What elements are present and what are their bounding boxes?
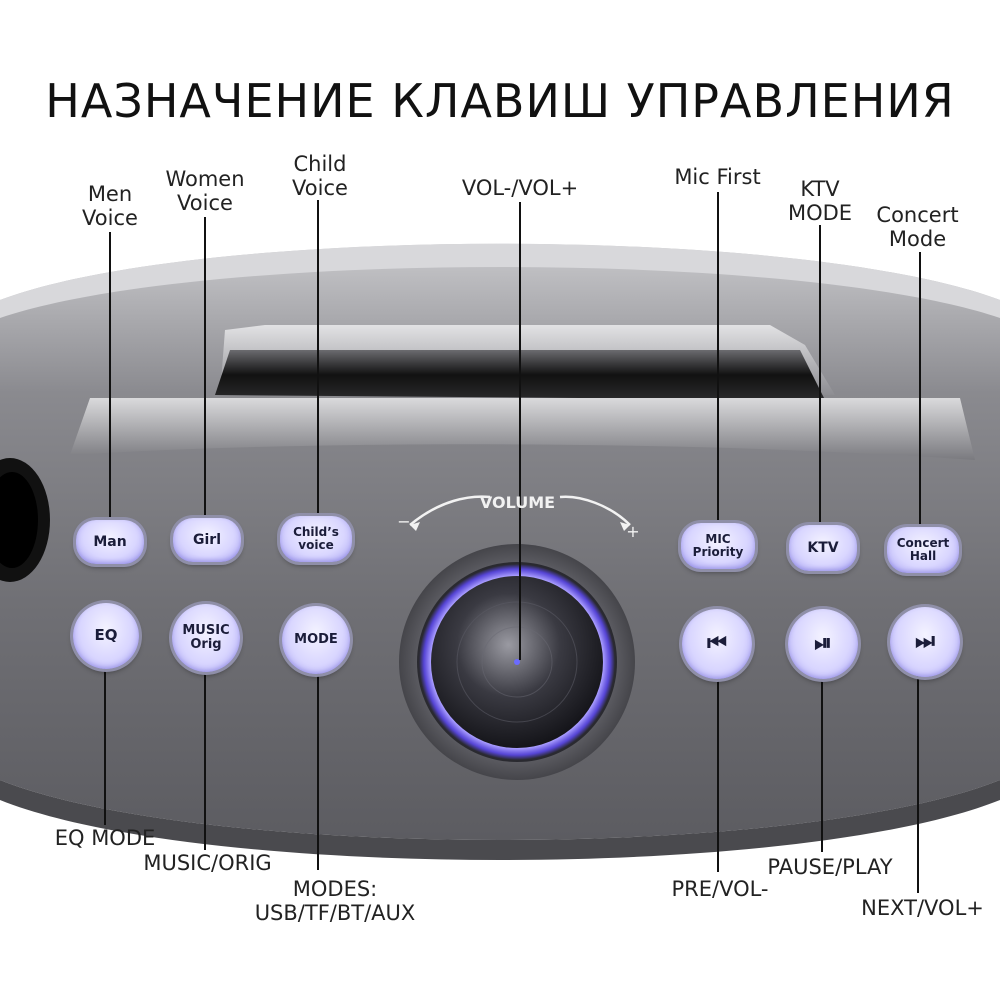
volume-label: VOLUME [479,493,556,512]
volume-plus-label: + [626,522,640,541]
play-pause-icon: ⏯ [814,631,832,657]
next-button[interactable]: ⏭ [890,607,960,677]
volume-knob[interactable] [400,545,634,779]
label-pre-vol: PRE/VOL- [671,877,769,901]
volume-minus-label: − [397,512,411,531]
girl-button[interactable]: Girl [173,518,241,562]
label-mic-first: Mic First [674,165,761,189]
next-track-icon: ⏭ [915,629,935,655]
eq-button[interactable]: EQ [73,603,139,669]
label-pause-play: PAUSE/PLAY [767,855,893,879]
previous-button[interactable]: ⏮ [682,609,752,679]
label-vol: VOL-/VOL+ [461,176,579,200]
previous-track-icon: ⏮ [707,631,727,657]
play-pause-button[interactable]: ⏯ [788,609,858,679]
label-music-orig: MUSIC/ORIG [143,851,272,875]
label-modes: MODES:USB/TF/BT/AUX [254,877,416,925]
page-title: НАЗНАЧЕНИЕ КЛАВИШ УПРАВЛЕНИЯ [45,74,955,128]
man-button[interactable]: Man [76,520,144,564]
label-eq-mode: EQ MODE [54,826,156,850]
label-next-vol: NEXT/VOL+ [861,896,984,920]
mode-button[interactable]: MODE [282,606,350,674]
ktv-button[interactable]: KTV [789,525,857,571]
volume-arc-icon [409,495,491,526]
